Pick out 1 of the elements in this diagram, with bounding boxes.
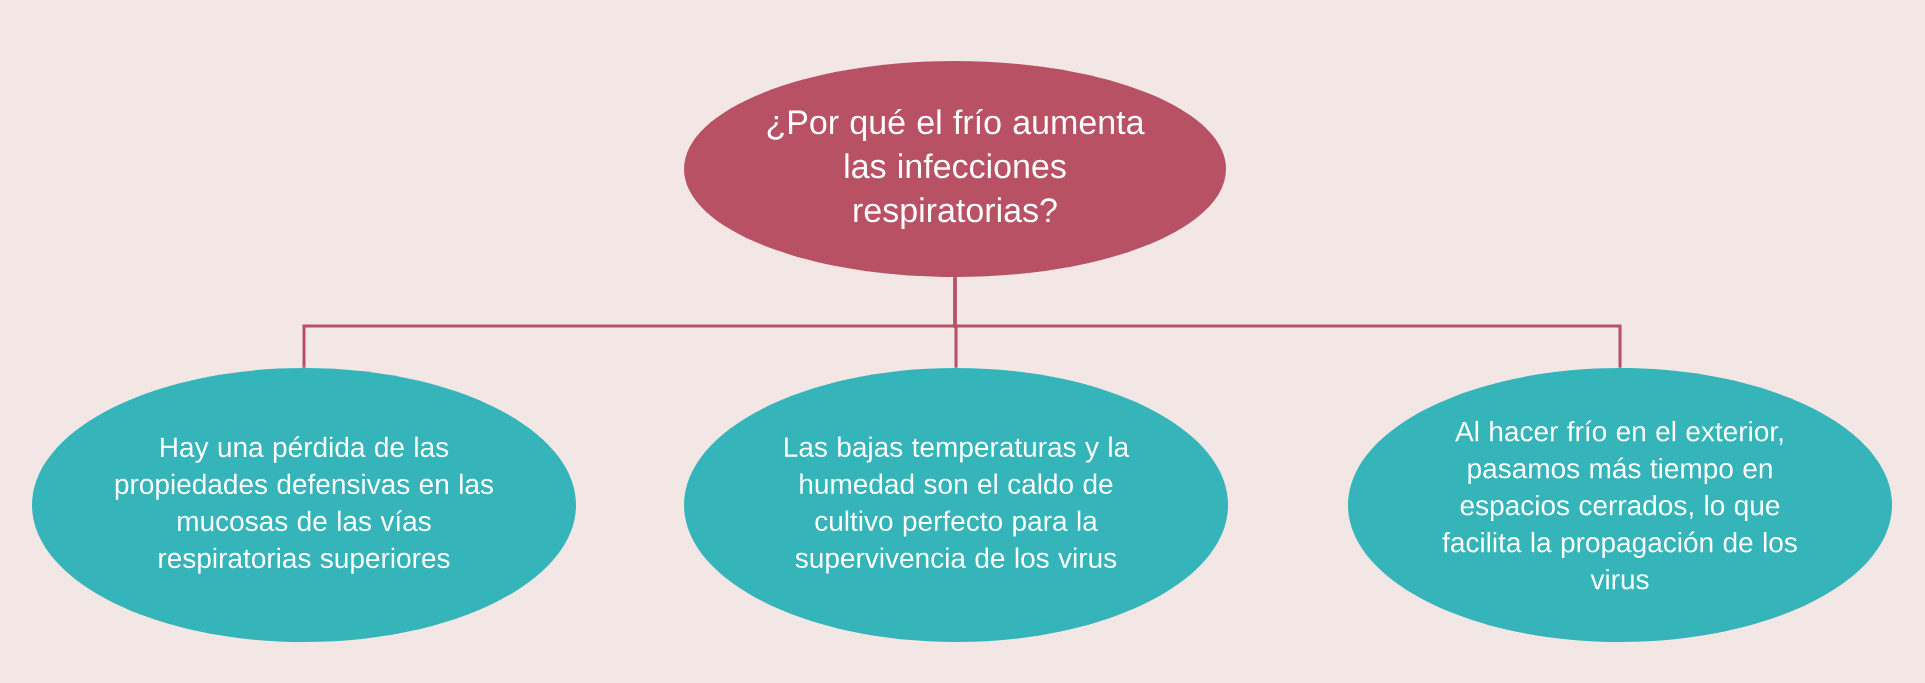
connector-line: [953, 277, 1622, 368]
